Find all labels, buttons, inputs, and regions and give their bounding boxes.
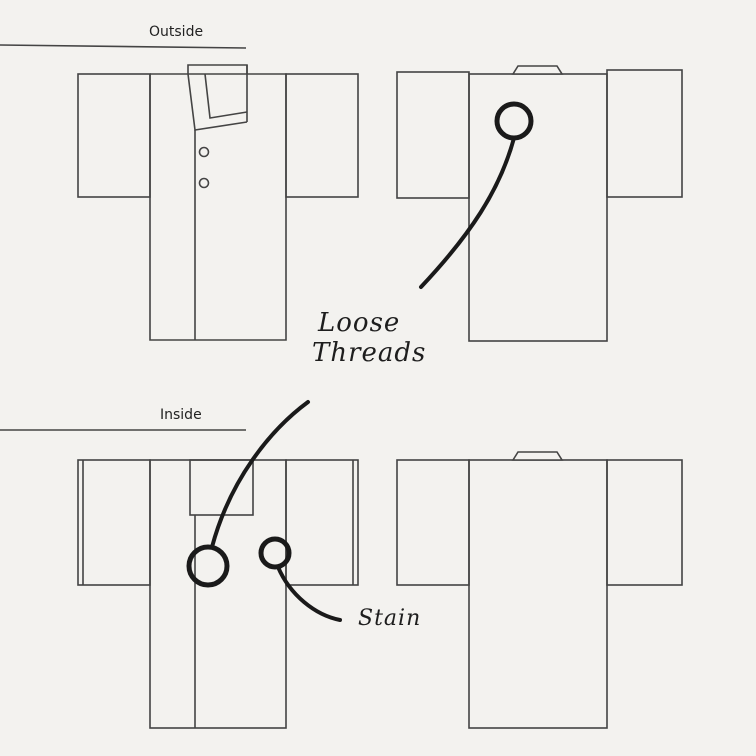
loose-threads-label-line2: Threads — [312, 338, 427, 368]
outside-back-garment — [396, 65, 683, 342]
outside-label: Outside — [149, 24, 204, 40]
button-icon — [198, 177, 210, 189]
inside-front-garment — [77, 459, 359, 729]
outside-front-garment — [77, 64, 359, 341]
stain-circle — [258, 536, 292, 570]
stain-leader — [276, 565, 342, 622]
loose-thread-circle-front — [186, 544, 230, 588]
loose-thread-leader-front — [210, 400, 310, 549]
loose-thread-leader-back — [419, 136, 516, 289]
inside-back-garment — [396, 451, 683, 729]
outside-rule — [0, 44, 247, 49]
stain-label: Stain — [358, 606, 422, 631]
loose-threads-label-line1: Loose — [318, 308, 401, 338]
button-icon — [198, 146, 210, 158]
inside-label: Inside — [160, 407, 202, 423]
loose-thread-circle-back — [494, 101, 534, 141]
